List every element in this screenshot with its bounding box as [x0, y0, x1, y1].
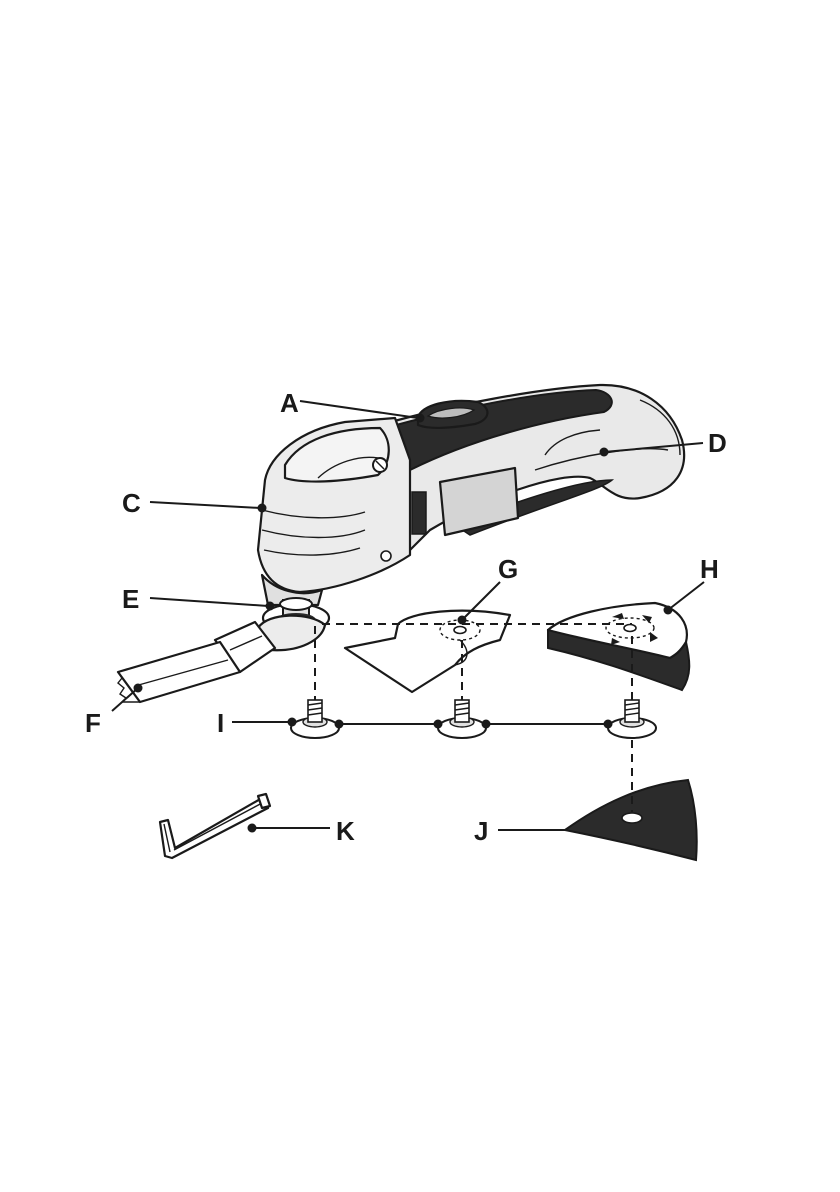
bolt-right [608, 700, 656, 738]
sanding-sheet [565, 780, 697, 860]
bolt-left [291, 700, 339, 738]
label-a: A [280, 388, 299, 418]
label-d: D [708, 428, 727, 458]
label-g: G [498, 554, 518, 584]
label-h: H [700, 554, 719, 584]
plunge-saw-blade [118, 616, 325, 702]
sanding-pad [548, 603, 689, 690]
scraper-blade [345, 611, 510, 692]
label-f: F [85, 708, 101, 738]
label-e: E [122, 584, 139, 614]
on-off-switch [418, 401, 487, 428]
label-k: K [336, 816, 355, 846]
label-i: I [217, 708, 224, 738]
label-j: J [474, 816, 488, 846]
bolt-middle [438, 700, 486, 738]
label-c: C [122, 488, 141, 518]
